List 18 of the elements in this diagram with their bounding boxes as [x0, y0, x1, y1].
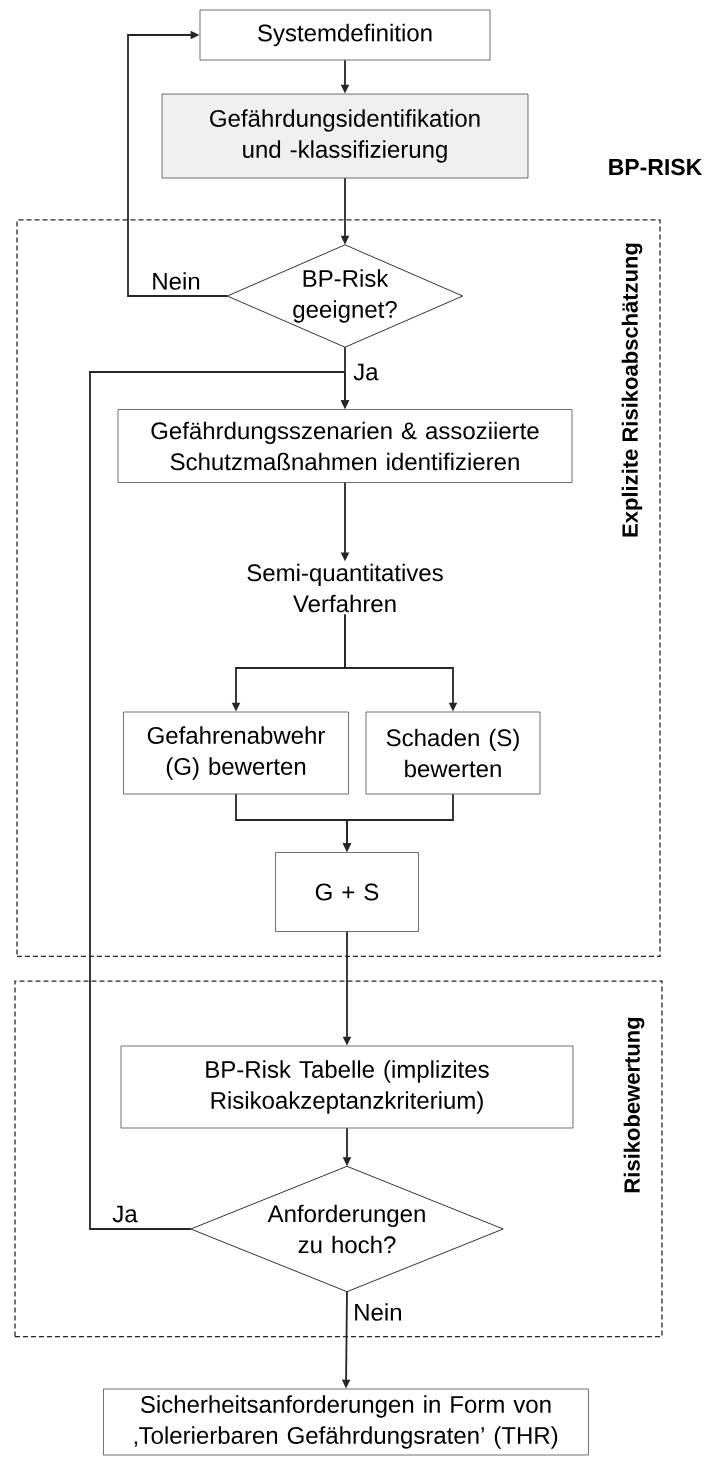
process-box: Sicherheitsanforderungen in Form von ‚Tolerierbaren Gefährdungsraten’ (THR): [103, 1388, 589, 1456]
arrow: [127, 30, 229, 297]
process-box: Systemdefinition: [199, 9, 491, 61]
edge-label: Ja: [352, 362, 380, 382]
process-box: G + S: [275, 852, 419, 932]
edge-label: Nein: [150, 271, 202, 291]
heading-label: BP-RISK: [609, 158, 703, 176]
process-box: Gefahrenabwehr (G) bewerten: [123, 711, 349, 795]
group-title: Explizite Risikoabschätzung: [621, 243, 643, 537]
step-text: Semi-quantitatives Verfahren: [247, 563, 443, 613]
edge-label: Nein: [352, 1302, 404, 1322]
edge-label: Ja: [111, 1204, 139, 1224]
arrow: [89, 371, 350, 1230]
process-box: BP-Risk Tabelle (implizites Risikoakzeptanzkriterium): [120, 1045, 574, 1129]
group-title: Risikobewertung: [623, 1017, 645, 1193]
process-box: Schaden (S) bewerten: [365, 711, 541, 795]
process-box: Gefährdungsszenarien & assoziierte Schutzmaßnahmen identifizieren: [117, 409, 573, 483]
process-box: Gefährdungsidentifikation und -klassifizierung: [161, 93, 529, 179]
